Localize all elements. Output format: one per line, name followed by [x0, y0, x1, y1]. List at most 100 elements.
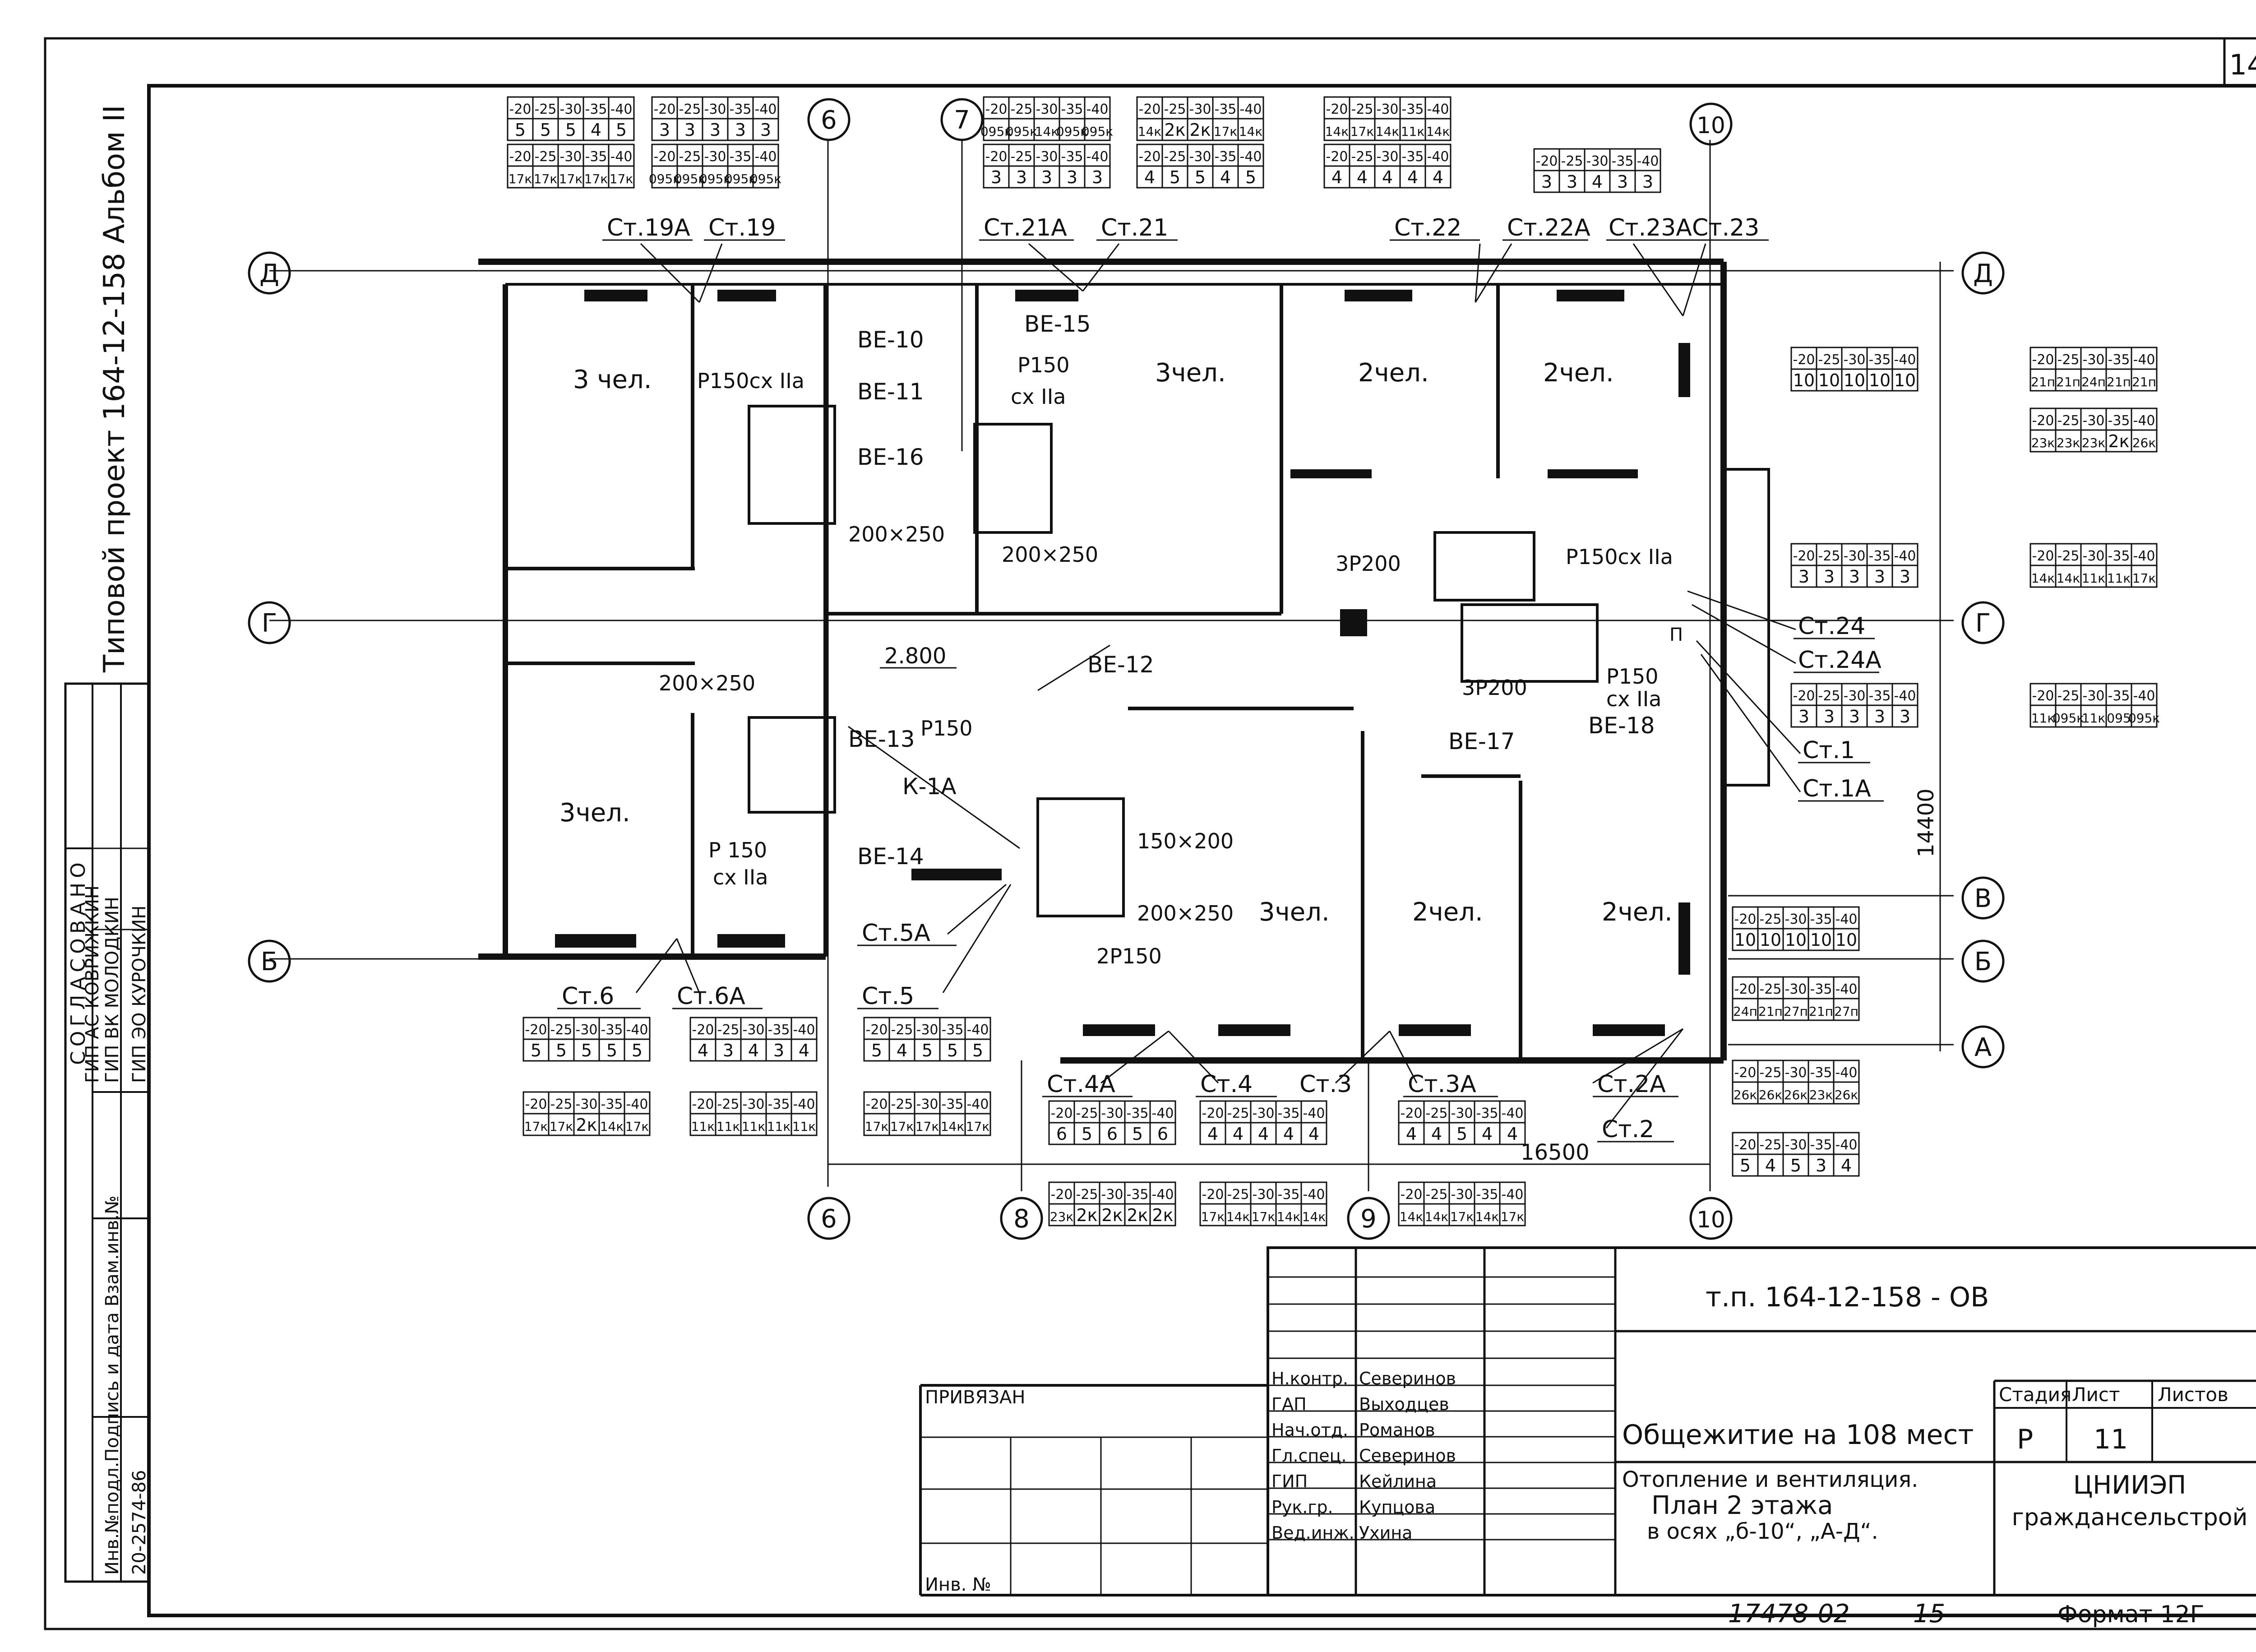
radiator-table-value-cell: 4: [1841, 1156, 1852, 1175]
riser-label-st1: Ст.1: [1803, 737, 1855, 764]
radiator-table: -203-253-304-353-403: [1533, 148, 1661, 193]
radiator-table-value-cell: 17к: [610, 171, 633, 186]
radiator-table-header-cell: -20: [1401, 1106, 1423, 1121]
tb-sheet-title-1: Отопление и вентиляция.: [1622, 1467, 1918, 1492]
leader-lines: [635, 243, 1801, 1129]
radiator-table-value-cell: 5: [947, 1041, 958, 1060]
radiator-table-value-cell: 3: [723, 1041, 734, 1060]
radiator-table-value-cell: 4: [748, 1041, 759, 1060]
radiator-table-header-cell: -40: [1303, 1106, 1325, 1121]
vent-label-3p200-1: 3Р200: [1336, 551, 1401, 576]
riser-label-st3a: Ст.3А: [1408, 1071, 1476, 1098]
radiator-table-value-cell: 3: [1642, 172, 1653, 192]
radiator-table-header-cell: -30: [1844, 352, 1866, 368]
radiator-table-value-cell: 26к: [1835, 1087, 1858, 1102]
radiator-table-header-cell: -25: [891, 1022, 913, 1038]
margin-agreed-label: СОГЛАСОВАНО: [67, 858, 90, 1065]
radiator-table-value-cell: 11к: [1401, 124, 1425, 139]
vent-label-be12: ВЕ-12: [1087, 652, 1154, 678]
radiator-table-value-cell: 17к: [890, 1119, 914, 1134]
room-label-8: 2чел.: [1602, 898, 1673, 927]
grid-label-6-top: 6: [821, 106, 837, 135]
radiator-table-value-cell: 10: [1869, 370, 1891, 390]
radiator-table-value-cell: 4: [1482, 1124, 1493, 1144]
radiator-table-value-cell: 17к: [1501, 1209, 1525, 1224]
radiator-table-header-cell: -20: [1202, 1187, 1224, 1203]
radiator-table-value-cell: 5: [606, 1041, 617, 1060]
radiator-table-header-cell: -25: [535, 149, 557, 165]
radiator-table-header-cell: -20: [692, 1097, 714, 1112]
radiator-table-header-cell: -20: [2032, 352, 2054, 368]
radiator-table-value-cell: 5: [1132, 1124, 1143, 1144]
radiator-table-header-cell: -40: [1835, 981, 1858, 997]
radiator-table-header-cell: -40: [1835, 1137, 1858, 1153]
left-margin-strip: [64, 682, 150, 1583]
radiator-table-header-cell: -40: [1835, 912, 1858, 927]
room-label-1: 3 чел.: [573, 365, 652, 394]
staff-name: Кейлина: [1359, 1472, 1437, 1491]
tb-sheet-title-2: План 2 этажа: [1651, 1491, 1833, 1520]
radiator-table-value-cell: 17к: [625, 1119, 649, 1134]
radiator-table-value-cell: 3: [1816, 1156, 1826, 1175]
radiator-table-value-cell: 23к: [1809, 1087, 1833, 1102]
grid-label-10-top: 10: [1697, 112, 1725, 139]
radiator-table-header-cell: -20: [1139, 102, 1161, 117]
radiator-table-header-cell: -20: [509, 149, 532, 165]
grid-label-b-left: Б: [261, 947, 278, 976]
tb-sheets-header: Листов: [2158, 1384, 2228, 1406]
radiator-table-header-cell: -30: [1253, 1106, 1275, 1121]
radiator-table-header-cell: -40: [1835, 1065, 1858, 1081]
radiator-table-header-cell: -25: [2057, 413, 2080, 429]
radiator-table-header-cell: -35: [942, 1097, 964, 1112]
vent-ducts: [748, 405, 1599, 917]
riser-label-st5: Ст.5: [862, 983, 914, 1010]
radiator-table-header-cell: -30: [1101, 1106, 1123, 1121]
radiator-table-header-cell: -30: [1189, 149, 1211, 165]
radiator-table-header-cell: -35: [1476, 1187, 1498, 1203]
radiator-table-header-cell: -35: [1127, 1106, 1149, 1121]
radiator-table-value-cell: 17к: [559, 171, 583, 186]
radiator-table-header-cell: -20: [654, 102, 676, 117]
radiator-table-value-cell: 5: [632, 1041, 643, 1060]
radiator-table-value-cell: 3: [1824, 567, 1835, 587]
radiator-table-header-cell: -30: [1785, 981, 1807, 997]
radiator-table: -205-255-305-354-405: [507, 96, 635, 141]
radiator-table-value-cell: 17к: [966, 1119, 990, 1134]
vent-label-p150cx2a: Р150сх IIа: [1566, 545, 1673, 569]
riser-label-st21: Ст.21: [1101, 214, 1168, 241]
room-label-4: 2чел.: [1543, 358, 1614, 388]
radiator-table-header-cell: -25: [1760, 1137, 1782, 1153]
radiator-table-header-cell: -35: [1215, 102, 1237, 117]
radiator-table-header-cell: -35: [730, 149, 752, 165]
radiator-table-value-cell: 2к: [1101, 1205, 1123, 1225]
radiator-table-header-cell: -40: [793, 1022, 815, 1038]
tb-archive-no: 17478-02: [1728, 1599, 1850, 1629]
radiator-table-value-cell: 4: [1233, 1124, 1244, 1144]
radiator-table-header-cell: -25: [1351, 102, 1373, 117]
level-mark: 2.800: [884, 643, 946, 669]
radiator-table-header-cell: -25: [1076, 1187, 1098, 1203]
vent-label-cx2a-5: сх IIа: [1606, 687, 1661, 711]
radiator-table: -205-254-305-353-404: [1732, 1132, 1860, 1177]
radiator-table-header-cell: -30: [560, 149, 582, 165]
staff-role: ГАП: [1271, 1394, 1307, 1414]
radiator-table-value-cell: 6: [1056, 1124, 1067, 1144]
radiator-table-header-cell: -35: [1061, 102, 1083, 117]
room-label-6: 3чел.: [1259, 898, 1330, 927]
radiator-table-header-cell: -25: [1076, 1106, 1098, 1121]
staff-role: Вед.инж.: [1271, 1523, 1355, 1543]
radiator-table-value-cell: 4: [1331, 167, 1342, 187]
radiator-table-value-cell: 3: [1541, 172, 1552, 192]
radiator-table-header-cell: -25: [1760, 1065, 1782, 1081]
vent-label-be11: ВЕ-11: [857, 379, 924, 405]
vent-label-p150-5: Р150: [1606, 664, 1659, 689]
radiator-table-header-cell: -40: [1427, 149, 1449, 165]
radiator-table-header-cell: -30: [1451, 1106, 1473, 1121]
vent-label-k1a: К-1А: [902, 773, 957, 800]
radiator-table-header-cell: -20: [1051, 1187, 1073, 1203]
radiator-table-value-cell: 17к: [1252, 1209, 1276, 1224]
radiator-table-value-cell: 17к: [524, 1119, 548, 1134]
radiator-table-header-cell: -30: [743, 1022, 765, 1038]
radiator-table-header-cell: -35: [1810, 912, 1832, 927]
